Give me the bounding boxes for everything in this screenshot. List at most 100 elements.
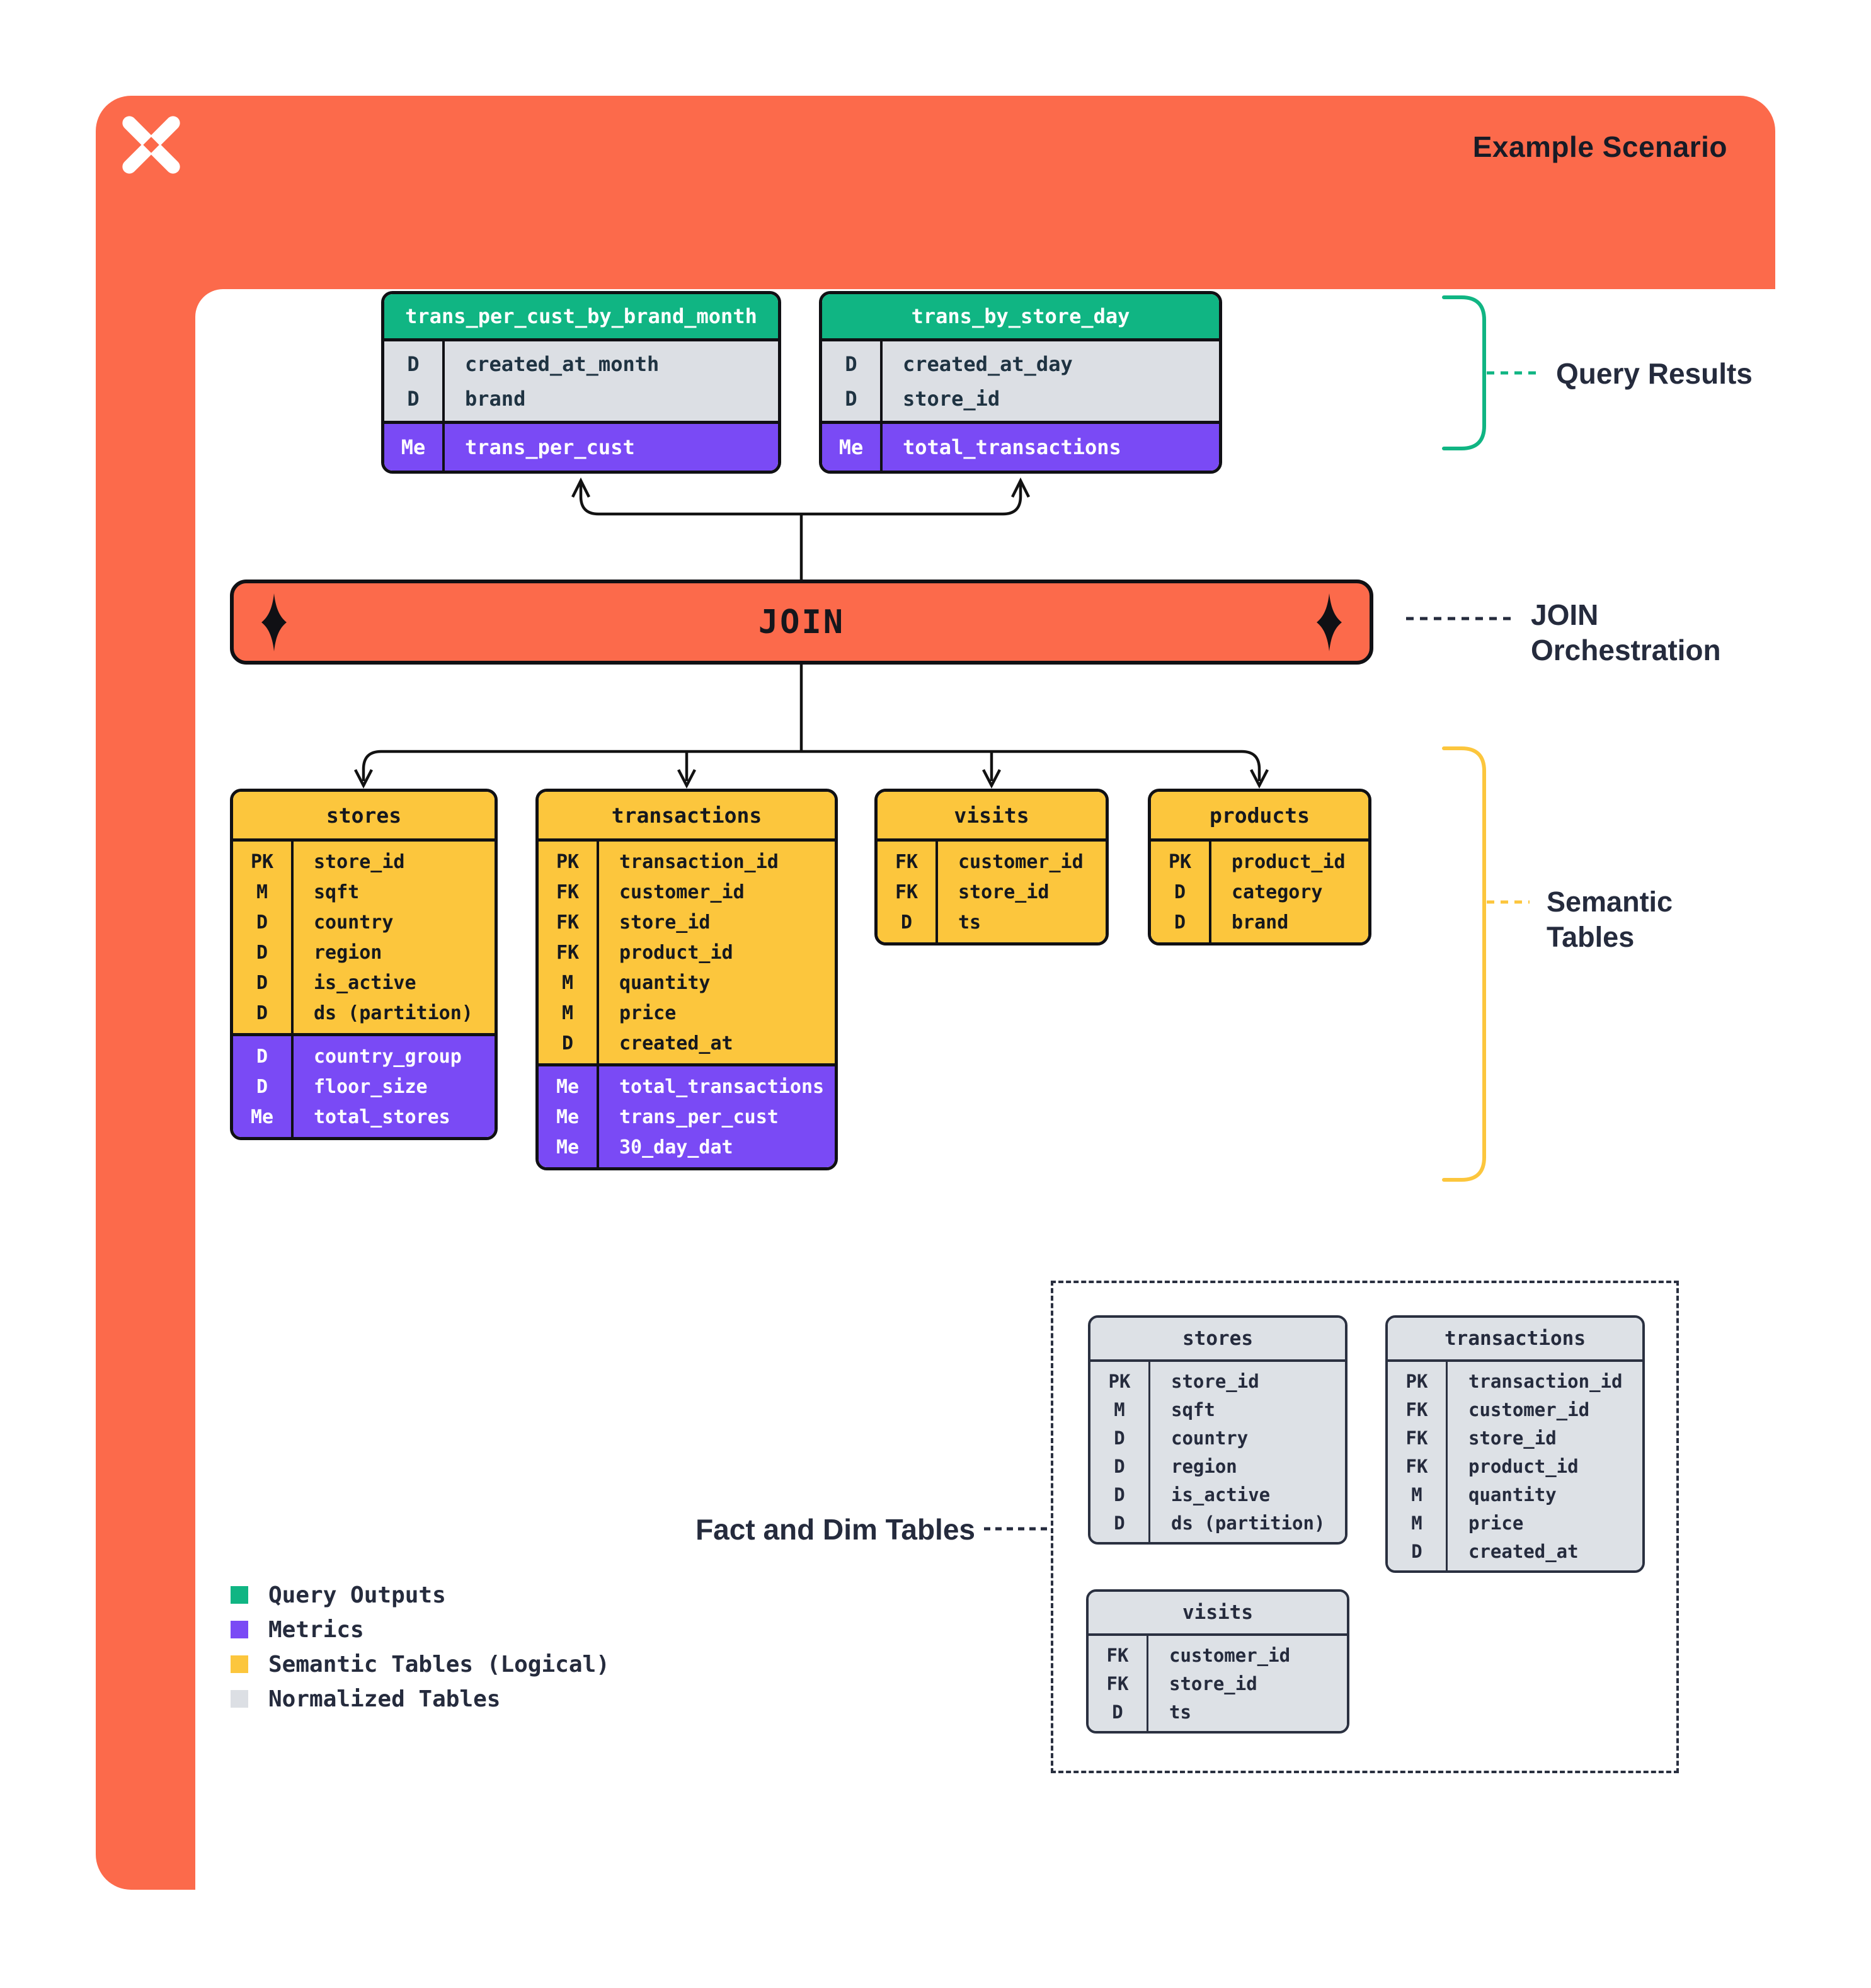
field-name: product_id	[1232, 850, 1346, 873]
field-key: D	[1174, 881, 1186, 903]
field-name: store_id	[958, 881, 1050, 903]
field-name: trans_per_cust	[619, 1105, 779, 1128]
field-name: country_group	[314, 1045, 462, 1068]
field-key: Me	[838, 435, 864, 459]
field-name: is_active	[314, 971, 416, 994]
field-key: PK	[250, 850, 274, 873]
field-name: quantity	[1468, 1483, 1557, 1505]
field-key: M	[1114, 1398, 1125, 1420]
field-name: region	[314, 941, 382, 964]
field-key: D	[256, 941, 268, 964]
field-key: FK	[1405, 1427, 1428, 1449]
field-key: M	[1411, 1483, 1422, 1505]
key-divider	[442, 341, 445, 471]
field-name: product_id	[619, 941, 733, 964]
table-header: trans_per_cust_by_brand_month	[384, 294, 778, 341]
field-name: store_id	[903, 386, 1000, 411]
field-key: PK	[1405, 1370, 1428, 1392]
fact-dim-group-box	[1051, 1281, 1679, 1773]
semantic-tables-swatch-icon	[231, 1655, 248, 1673]
field-name: created_at_day	[903, 351, 1073, 376]
field-key: M	[1411, 1512, 1422, 1534]
field-key: M	[561, 971, 574, 994]
field-name: created_at_month	[465, 351, 660, 376]
legend-item-semantic-tables: Semantic Tables (Logical)	[231, 1652, 610, 1677]
table-name: visits	[954, 803, 1029, 828]
table-row: PK transaction_id	[1388, 1367, 1642, 1395]
table-name: stores	[326, 803, 402, 828]
field-key: FK	[556, 911, 580, 934]
field-name: created_at	[619, 1032, 733, 1054]
field-key: M	[561, 1002, 574, 1024]
legend: Query Outputs Metrics Semantic Tables (L…	[231, 1582, 610, 1725]
field-key: D	[256, 1002, 268, 1024]
table-header: transactions	[1388, 1318, 1642, 1362]
sparkle-diamond-icon	[1317, 593, 1342, 651]
field-key: D	[1114, 1427, 1125, 1449]
field-key: D	[845, 386, 857, 411]
annotation-line: Tables	[1547, 921, 1635, 953]
field-name: customer_id	[958, 850, 1084, 873]
field-name: brand	[465, 386, 526, 411]
field-name: store_id	[1169, 1672, 1257, 1694]
table-header: visits	[878, 792, 1106, 842]
field-name: transaction_id	[619, 850, 779, 873]
key-divider	[880, 341, 883, 471]
field-key: D	[1114, 1483, 1125, 1505]
field-name: floor_size	[314, 1075, 428, 1098]
table-name: trans_by_store_day	[911, 304, 1130, 328]
field-key: D	[561, 1032, 574, 1054]
table-header: products	[1151, 792, 1368, 842]
table-header: visits	[1089, 1592, 1347, 1636]
legend-label: Query Outputs	[268, 1582, 446, 1608]
field-key: D	[256, 1045, 268, 1068]
table-header: transactions	[539, 792, 835, 842]
field-key: PK	[556, 850, 580, 873]
field-name: brand	[1232, 911, 1289, 934]
table-header: trans_by_store_day	[822, 294, 1219, 341]
field-name: country	[314, 911, 394, 934]
field-name: transaction_id	[1468, 1370, 1623, 1392]
table-name: transactions	[611, 803, 762, 828]
key-divider	[1446, 1362, 1448, 1570]
annotation-line: JOIN	[1531, 598, 1599, 631]
annotation-line: Orchestration	[1531, 634, 1721, 666]
legend-item-normalized-tables: Normalized Tables	[231, 1686, 610, 1712]
field-key: FK	[1405, 1398, 1428, 1420]
field-key: FK	[556, 941, 580, 964]
field-name: country	[1171, 1427, 1249, 1449]
